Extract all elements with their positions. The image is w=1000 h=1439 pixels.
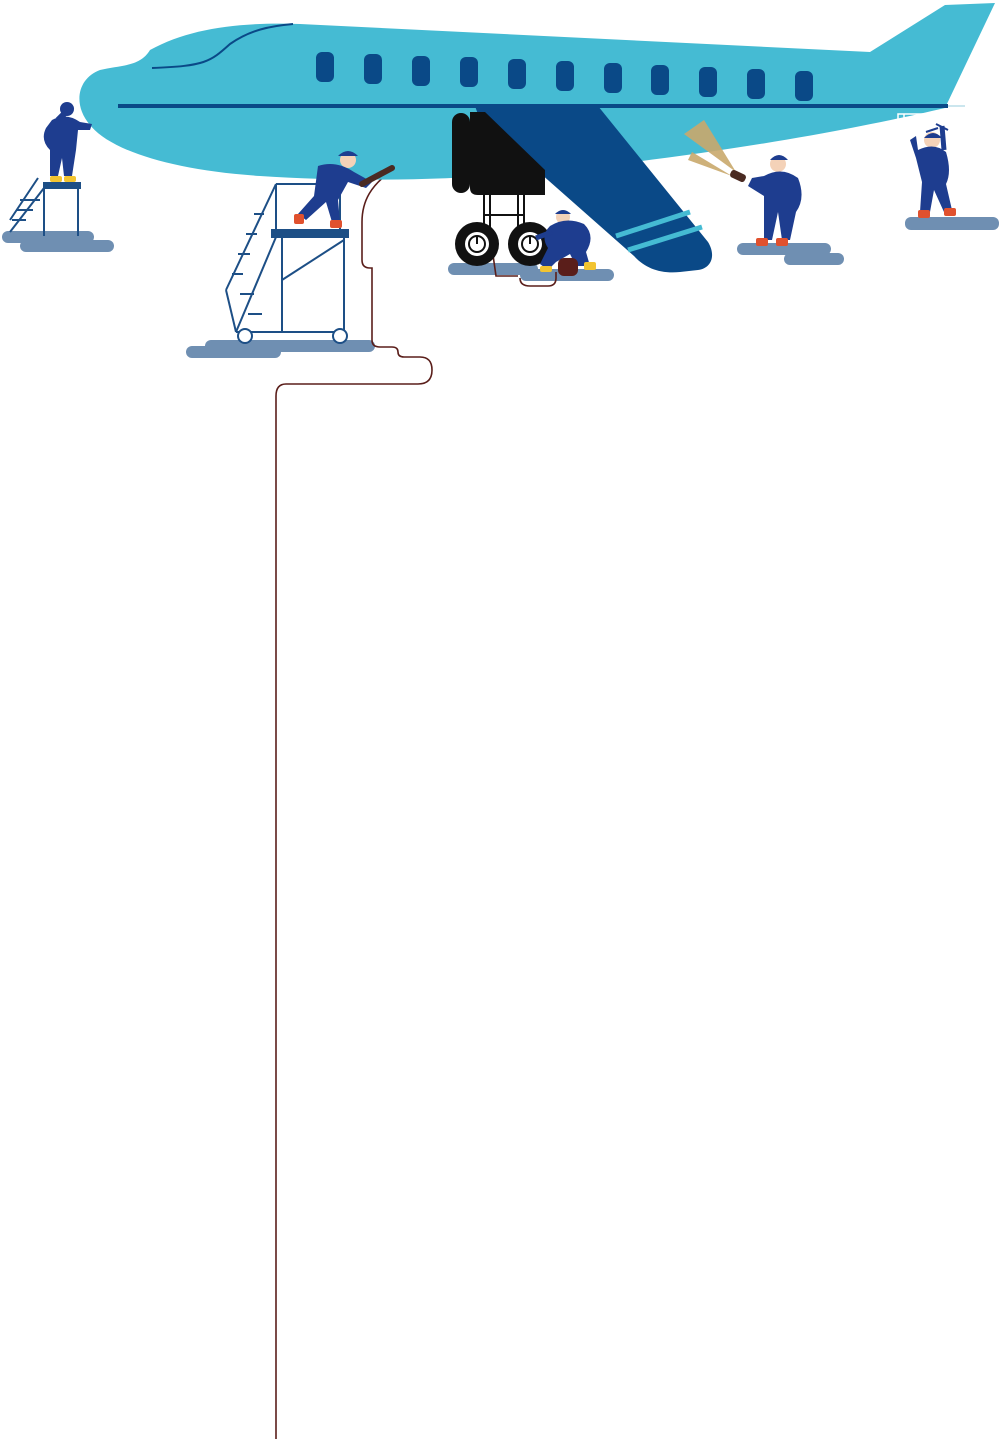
flashlight-icon: [730, 169, 746, 183]
window: [460, 57, 478, 87]
window: [364, 54, 382, 84]
airplane-fuselage: [79, 3, 995, 180]
window: [412, 56, 430, 86]
worker: [43, 102, 92, 182]
airplane-windows: [316, 52, 813, 101]
ladder-icon: [225, 183, 349, 344]
landing-gear: [452, 112, 552, 266]
ladder-wheel: [332, 328, 348, 344]
gear-strut: [483, 195, 525, 232]
airplane-wing: [475, 106, 713, 273]
window: [508, 59, 526, 89]
window: [604, 63, 622, 93]
airplane: [79, 3, 995, 273]
window: [747, 69, 765, 99]
window: [795, 71, 813, 101]
shadow: [448, 263, 538, 275]
wheel-icon: [455, 222, 499, 266]
wrench-icon: [359, 165, 395, 187]
ladder-wheel: [237, 328, 253, 344]
gear-door: [470, 112, 545, 195]
toolbox: [558, 258, 578, 276]
ladder-icon: [9, 177, 81, 236]
window: [316, 52, 334, 82]
worker: [294, 151, 395, 228]
worker: [684, 120, 802, 246]
power-cable: [275, 171, 433, 1439]
worker: [535, 210, 596, 276]
shadow: [905, 217, 999, 230]
ground-shadows: [2, 217, 999, 358]
window: [556, 61, 574, 91]
airplane-nose-line: [151, 23, 294, 69]
window: [699, 67, 717, 97]
shadow: [20, 240, 114, 252]
window: [651, 65, 669, 95]
flashlight-beam: [684, 120, 736, 176]
shadow: [784, 253, 844, 265]
shadow: [205, 340, 375, 352]
gear-strut-cover: [452, 113, 470, 193]
worker: [910, 123, 956, 218]
tail-access-panel: [897, 113, 927, 133]
